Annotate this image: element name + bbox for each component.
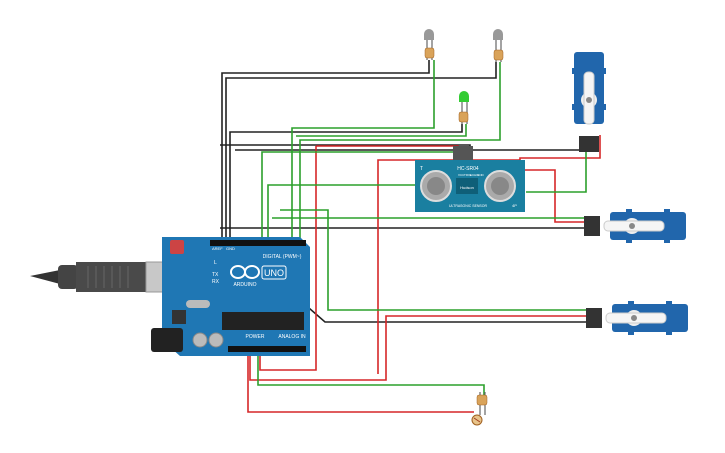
wire-sig-led3 bbox=[296, 124, 467, 137]
sensor-pin-vcc: VCC bbox=[458, 173, 465, 177]
ultrasonic-sensor[interactable]: HC-SR04 Hudson T 4P ULTRASONIC SENSOR VC… bbox=[415, 146, 525, 212]
sensor-pin-gnd: GND bbox=[477, 173, 485, 177]
power-label: POWER bbox=[246, 334, 265, 340]
photoresistor-icon[interactable] bbox=[471, 392, 488, 426]
servo-icon[interactable] bbox=[584, 209, 686, 243]
wire-vcc-photo bbox=[247, 352, 474, 413]
sensor-model: HC-SR04 bbox=[457, 166, 479, 172]
pin-tx-label: TX bbox=[212, 272, 219, 278]
sensor-chip: Hudson bbox=[460, 185, 474, 190]
wire-sig-servo3 bbox=[280, 209, 586, 311]
sensor-badge: T bbox=[420, 166, 423, 172]
sensor-footer: 4P bbox=[512, 203, 517, 208]
sensor-module: ULTRASONIC SENSOR bbox=[449, 204, 488, 208]
wire-sig-servo1 bbox=[526, 150, 587, 193]
led-icon[interactable] bbox=[493, 29, 504, 62]
board-model: UNO bbox=[264, 268, 284, 278]
wire-vcc-sensor bbox=[259, 146, 317, 371]
sensor-pin-trig: TRIG bbox=[464, 173, 472, 177]
wires bbox=[220, 60, 601, 413]
wire-sig-led1 bbox=[291, 60, 435, 240]
aref-label: AREF bbox=[212, 246, 223, 251]
wire-sig-led2 bbox=[299, 62, 501, 240]
wire-vcc-servo2b bbox=[520, 169, 584, 223]
usb-cable-icon bbox=[30, 261, 177, 293]
sensor-pin-echo: ECHO bbox=[470, 173, 479, 177]
wire-sig-echo bbox=[267, 184, 415, 240]
arduino-uno[interactable]: UNO ARDUINO DIGITAL (PWM~) L TX RX AREF … bbox=[151, 237, 310, 356]
board-brand: ARDUINO bbox=[233, 282, 256, 288]
digital-label: DIGITAL (PWM~) bbox=[263, 254, 302, 260]
led-icon[interactable] bbox=[424, 29, 435, 60]
wire-gnd-led2 bbox=[225, 62, 497, 240]
servo-icon[interactable] bbox=[572, 52, 606, 152]
led-icon[interactable] bbox=[458, 91, 469, 124]
servo-icon[interactable] bbox=[586, 301, 688, 335]
analog-label: ANALOG IN bbox=[278, 334, 306, 340]
wire-sig-photo bbox=[257, 352, 485, 395]
wire-gnd-led1 bbox=[221, 60, 430, 240]
wire-vcc-servo3 bbox=[249, 315, 586, 381]
pin-rx-label: RX bbox=[212, 279, 220, 285]
gnd-label: GND bbox=[226, 246, 235, 251]
pin-l-label: L bbox=[214, 260, 217, 266]
wire-vcc-bus bbox=[316, 145, 459, 160]
wire-gnd-led3 bbox=[229, 124, 463, 240]
